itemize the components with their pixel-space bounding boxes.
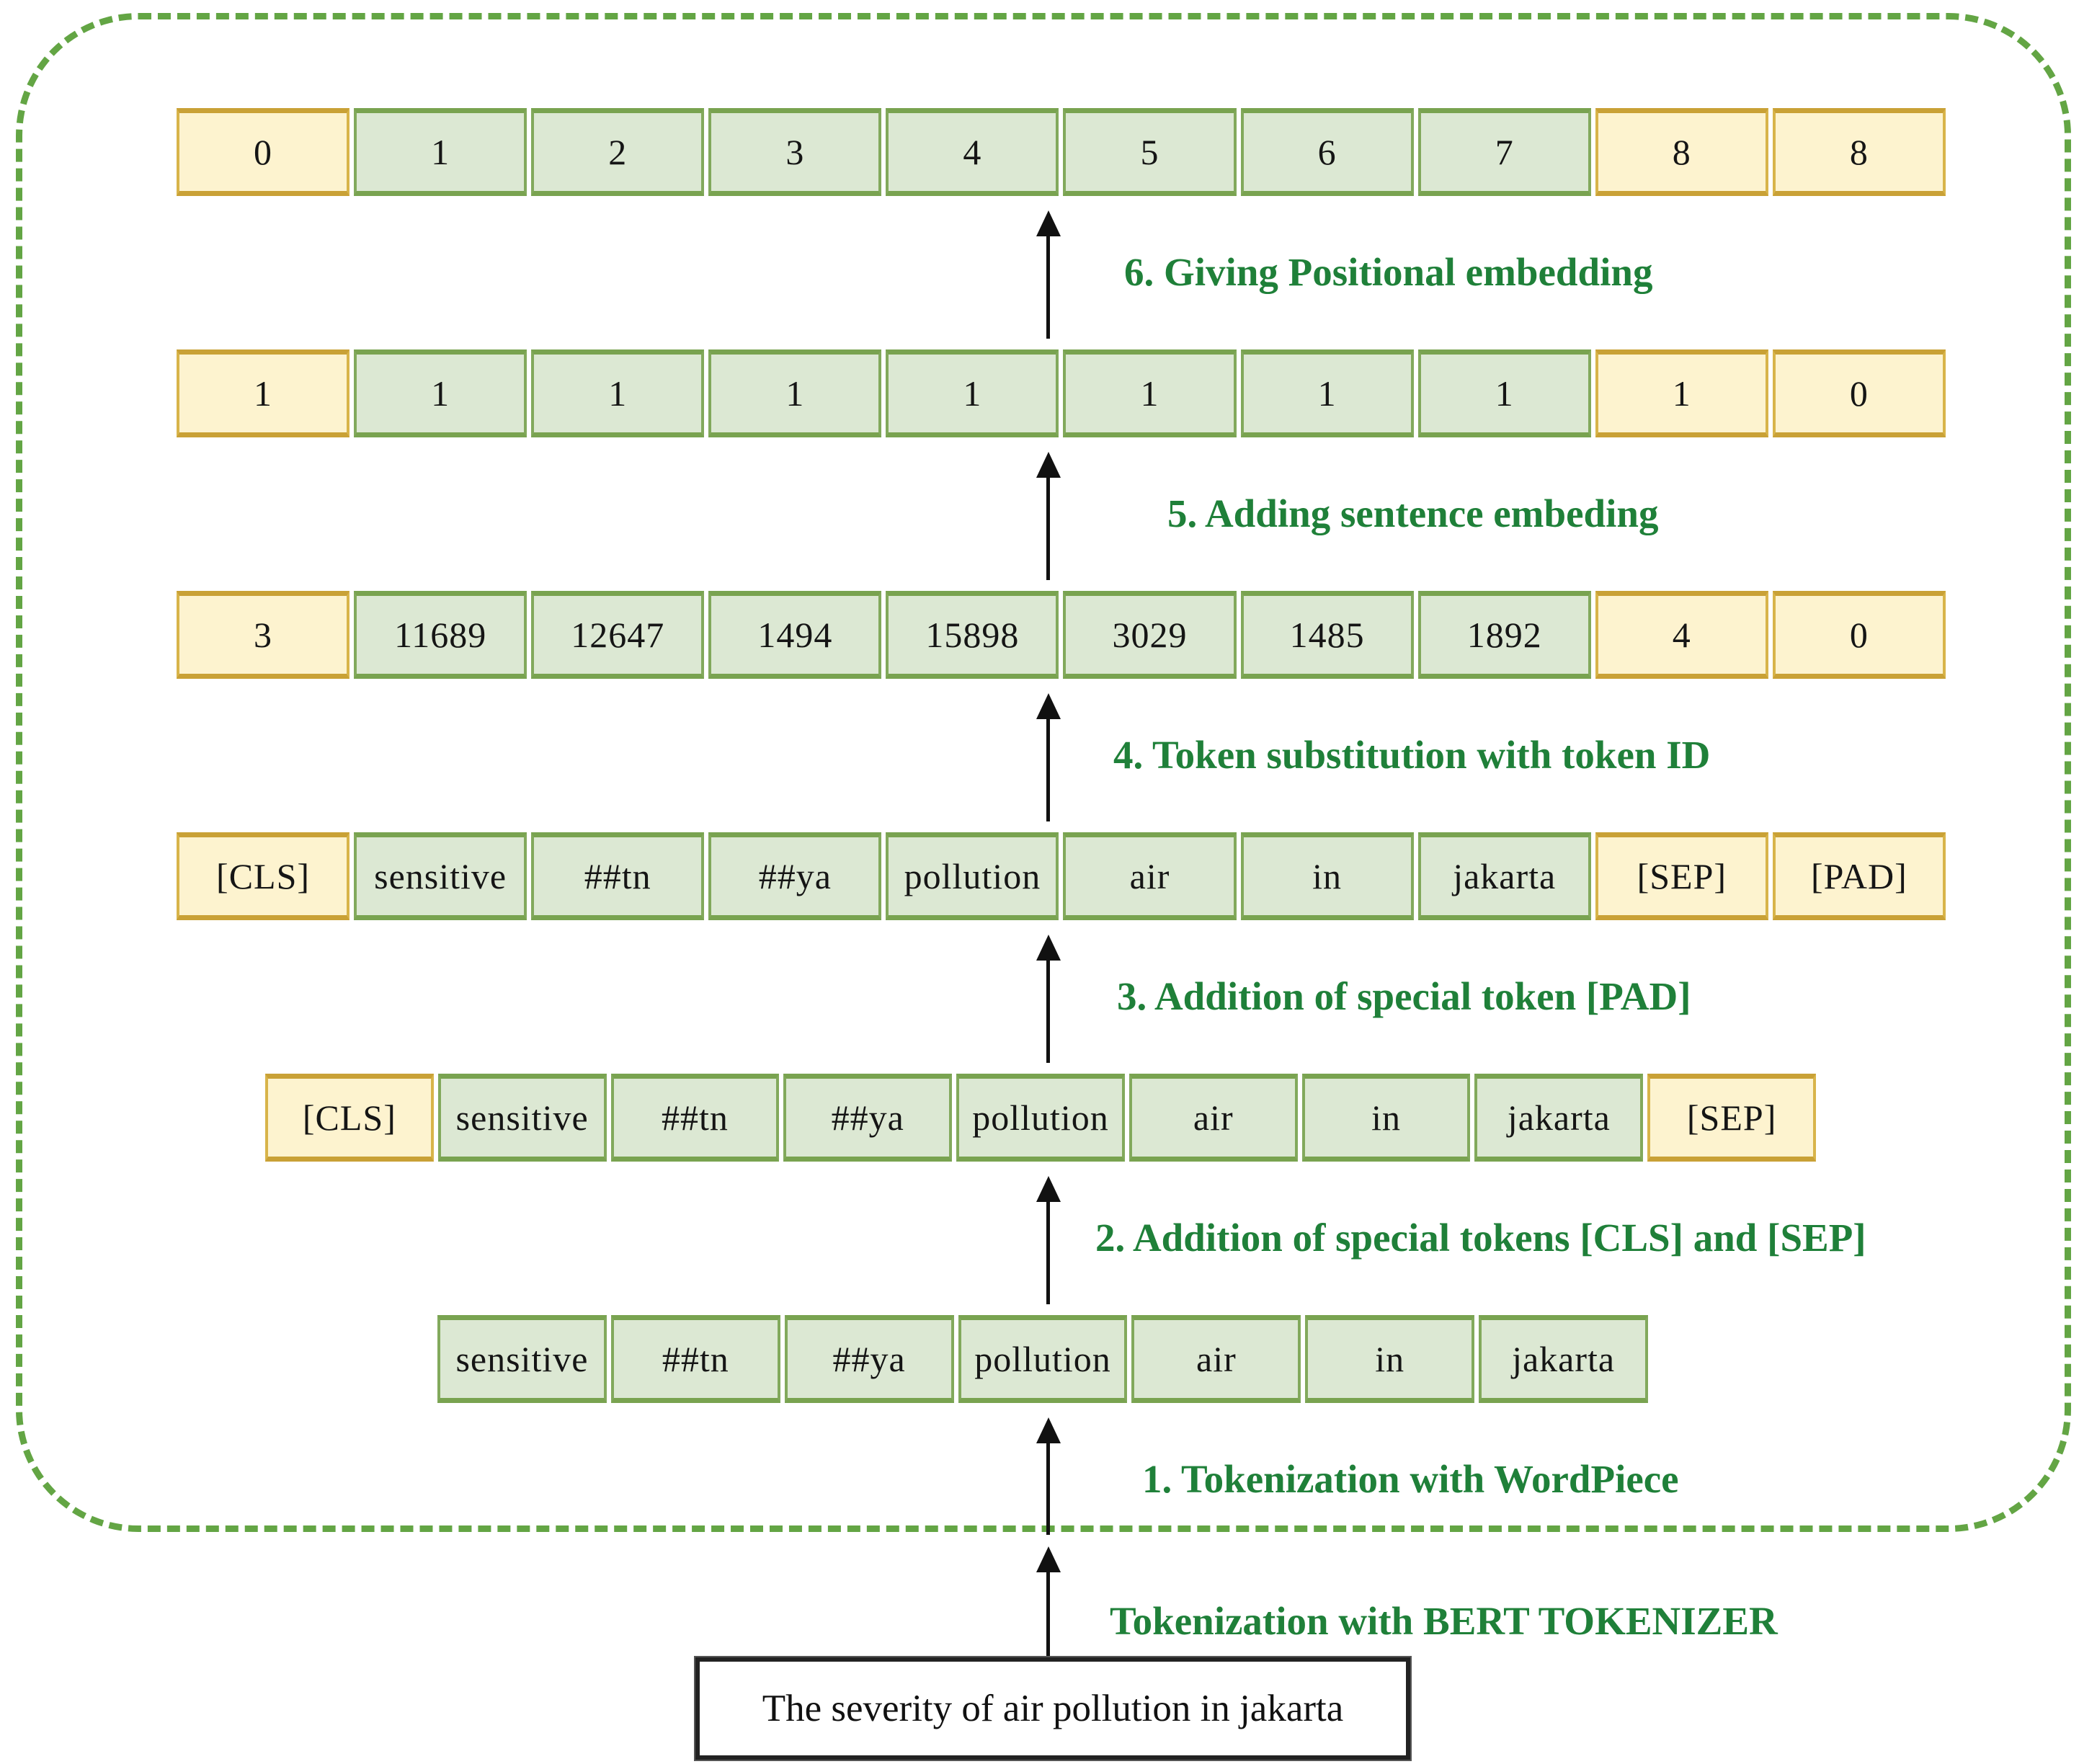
special-token-cell: 0 <box>177 108 350 196</box>
special-token-cell: 4 <box>1595 591 1768 679</box>
token-cell: 6 <box>1240 108 1414 196</box>
token-cell: sensitive <box>354 832 527 920</box>
step-4-label: 4. Token substitution with token ID <box>1113 733 1711 777</box>
special-token-cell: [CLS] <box>265 1074 434 1162</box>
token-cell: pollution <box>958 1315 1128 1403</box>
special-token-cell: 0 <box>1772 349 1946 437</box>
token-cell: 3029 <box>1063 591 1237 679</box>
flow-arrow <box>1036 1417 1061 1535</box>
token-cell: 4 <box>886 108 1059 196</box>
token-cell: jakarta <box>1417 832 1591 920</box>
token-cell: 1 <box>354 108 527 196</box>
token-cell: 1 <box>354 349 527 437</box>
flow-arrow <box>1036 1176 1061 1304</box>
step-2-label: 2. Addition of special tokens [CLS] and … <box>1095 1216 1866 1260</box>
token-cell: 7 <box>1417 108 1591 196</box>
token-cell: in <box>1305 1315 1475 1403</box>
flow-arrow <box>1036 210 1061 339</box>
token-cell: ##ya <box>708 832 882 920</box>
token-cell: pollution <box>886 832 1059 920</box>
special-token-cell: 0 <box>1772 591 1946 679</box>
token-cell: 12647 <box>531 591 705 679</box>
token-cell: 15898 <box>886 591 1059 679</box>
step-1-label: 1. Tokenization with WordPiece <box>1142 1457 1679 1501</box>
token-cell: 1 <box>531 349 705 437</box>
pipeline-boundary <box>16 13 2071 1532</box>
token-cell: 1 <box>708 349 882 437</box>
step-5-label: 5. Adding sentence embeding <box>1167 491 1659 535</box>
input-sentence-box: The severity of air pollution in jakarta <box>695 1657 1410 1760</box>
token-cell: ##tn <box>610 1074 780 1162</box>
token-cell: jakarta <box>1474 1074 1644 1162</box>
input-sentence-text: The severity of air pollution in jakarta <box>762 1688 1344 1729</box>
step-3-label: 3. Addition of special token [PAD] <box>1117 974 1691 1018</box>
token-cell: 11689 <box>354 591 527 679</box>
special-token-cell: [CLS] <box>177 832 350 920</box>
token-cell: 3 <box>708 108 882 196</box>
token-cell: 1 <box>1240 349 1414 437</box>
token-cell: sensitive <box>437 1315 607 1403</box>
token-cell: 1 <box>886 349 1059 437</box>
flow-arrow <box>1036 452 1061 580</box>
special-token-cell: [SEP] <box>1647 1074 1817 1162</box>
token-cell: air <box>1063 832 1237 920</box>
token-cell: ##tn <box>531 832 705 920</box>
bert-tokenizer-arrow <box>1036 1546 1061 1657</box>
token-cell: in <box>1240 832 1414 920</box>
flow-arrow <box>1036 693 1061 821</box>
special-token-cell: 1 <box>177 349 350 437</box>
token-cell: 1892 <box>1417 591 1591 679</box>
special-token-cell: [SEP] <box>1595 832 1768 920</box>
token-cell: in <box>1301 1074 1471 1162</box>
token-cell: air <box>1128 1074 1298 1162</box>
token-cell: 1494 <box>708 591 882 679</box>
special-token-cell: [PAD] <box>1772 832 1946 920</box>
token-cell: air <box>1131 1315 1301 1403</box>
flow-arrow <box>1036 935 1061 1063</box>
token-cell: ##ya <box>783 1074 953 1162</box>
token-cell: pollution <box>956 1074 1125 1162</box>
token-cell: 1485 <box>1240 591 1414 679</box>
token-cell: ##tn <box>610 1315 780 1403</box>
token-cell: sensitive <box>437 1074 607 1162</box>
token-cell: 2 <box>531 108 705 196</box>
token-cell: ##ya <box>784 1315 954 1403</box>
token-cell: jakarta <box>1479 1315 1649 1403</box>
special-token-cell: 8 <box>1595 108 1768 196</box>
special-token-cell: 3 <box>177 591 350 679</box>
step-6-label: 6. Giving Positional embedding <box>1124 250 1653 294</box>
token-cell: 1 <box>1417 349 1591 437</box>
token-cell: 5 <box>1063 108 1237 196</box>
bert-tokenizer-label: Tokenization with BERT TOKENIZER <box>1110 1599 1778 1643</box>
special-token-cell: 8 <box>1772 108 1946 196</box>
special-token-cell: 1 <box>1595 349 1768 437</box>
token-cell: 1 <box>1063 349 1237 437</box>
